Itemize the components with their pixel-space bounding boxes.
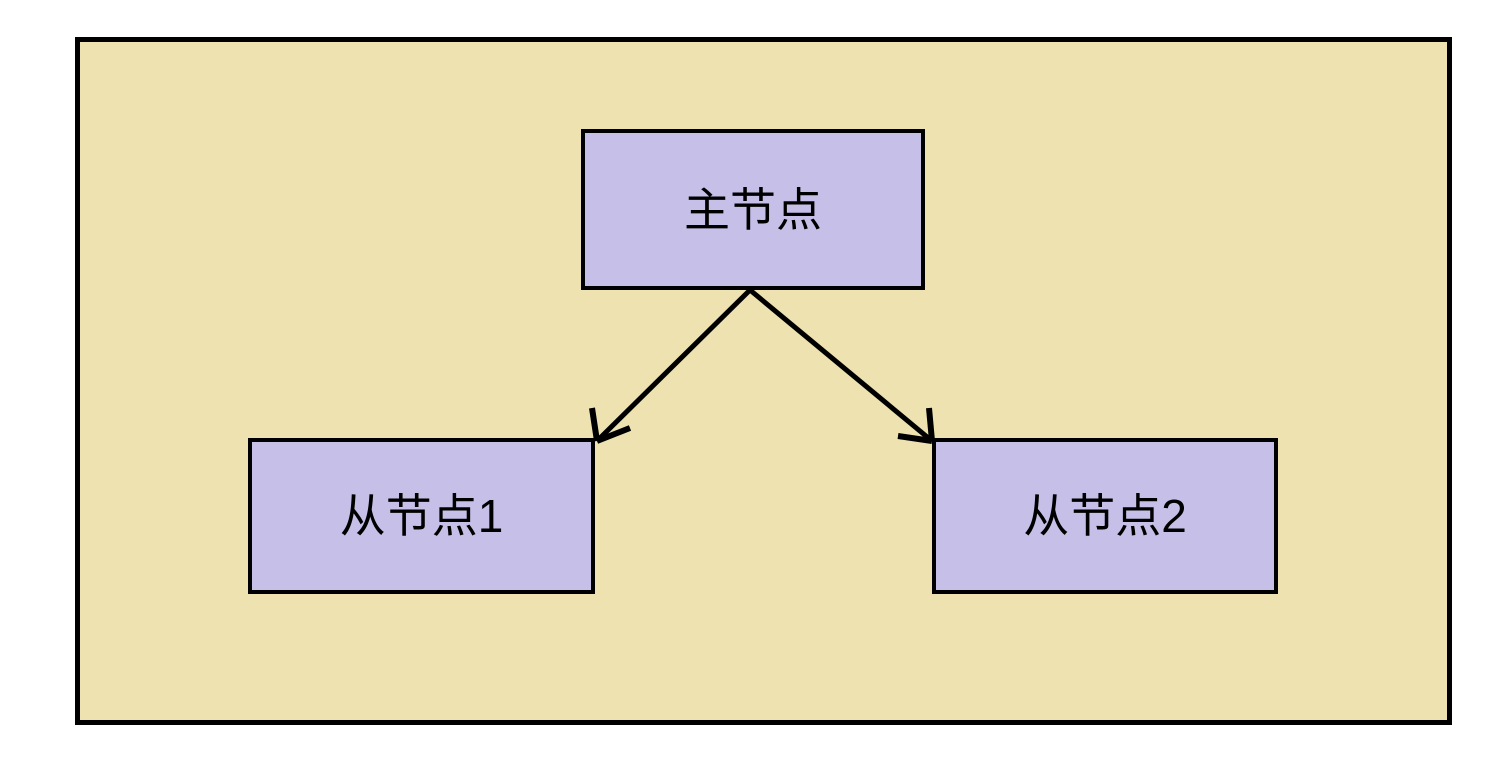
- node-replica-2-label: 从节点2: [1023, 490, 1187, 542]
- node-replica-2[interactable]: 从节点2: [932, 438, 1278, 594]
- node-master-label: 主节点: [684, 183, 822, 236]
- node-replica-1[interactable]: 从节点1: [248, 438, 595, 594]
- node-master[interactable]: 主节点: [581, 129, 925, 290]
- node-replica-1-label: 从节点1: [339, 490, 504, 542]
